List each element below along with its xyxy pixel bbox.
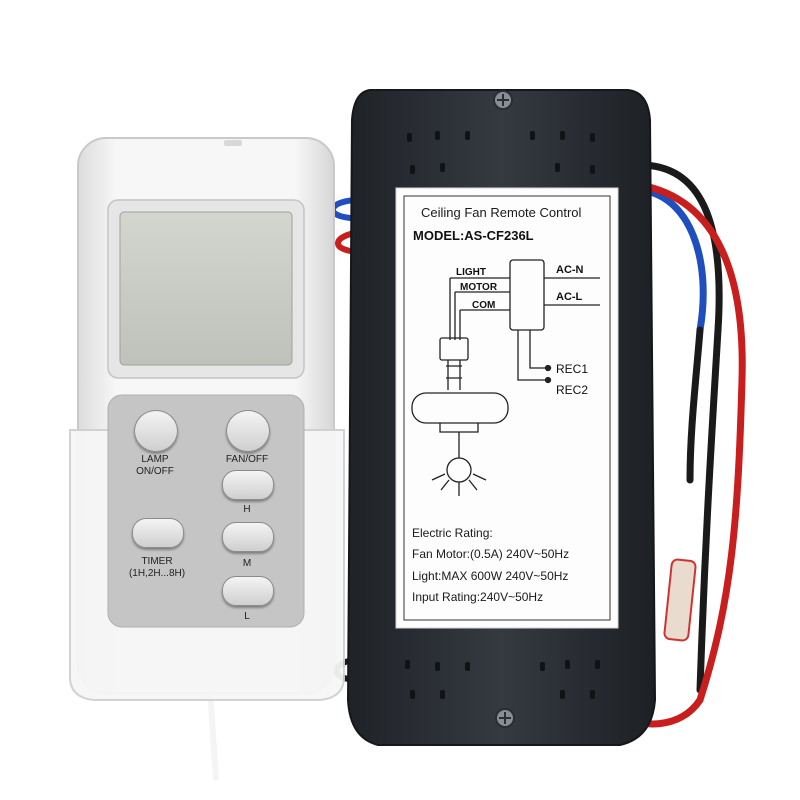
- wiring-diagram: [411, 259, 600, 496]
- speed-medium-button[interactable]: [222, 522, 274, 552]
- receiver-unit: Ceiling Fan Remote Control MODEL:AS-CF23…: [346, 89, 657, 746]
- wiring-acn-label: AC-N: [556, 264, 584, 276]
- speed-high-button[interactable]: [222, 470, 274, 500]
- wiring-rec2-label: REC2: [556, 383, 588, 397]
- wires: [329, 161, 746, 728]
- fan-motor-icon: [411, 392, 509, 424]
- receiver-label: [395, 187, 619, 629]
- fan-canopy-icon: [439, 337, 469, 361]
- remote-cable: [207, 689, 219, 781]
- rating-input: Input Rating:240V~50Hz: [412, 590, 543, 604]
- label-title: Ceiling Fan Remote Control: [421, 205, 582, 220]
- wire-red-right: [614, 181, 746, 728]
- speed-medium-label: M: [242, 558, 252, 569]
- wiring-rec1-label: REC1: [556, 362, 588, 376]
- lamp-button[interactable]: [134, 410, 178, 452]
- wire-sleeve: [663, 558, 697, 642]
- speed-high-label: H: [243, 504, 251, 515]
- wire-blue-right: [636, 186, 707, 334]
- wiring-light-label: LIGHT: [456, 267, 486, 278]
- wiring-motor-label: MOTOR: [460, 282, 498, 293]
- keypad-panel: [107, 394, 305, 628]
- vent-slots-top: [407, 131, 595, 174]
- speed-low-label: L: [244, 611, 250, 622]
- label-model: MODEL:AS-CF236L: [413, 228, 534, 243]
- wiring-acl-label: AC-L: [556, 291, 583, 303]
- wire-black-right: [636, 161, 723, 694]
- fan-off-label: FAN/OFF: [225, 454, 269, 465]
- speed-low-button[interactable]: [222, 576, 274, 606]
- remote-control: [69, 137, 345, 781]
- rating-light: Light:MAX 600W 240V~50Hz: [412, 569, 568, 583]
- lamp-label: LAMP ON/OFF: [136, 454, 174, 477]
- timer-button[interactable]: [132, 518, 184, 548]
- wiring-com-label: COM: [472, 300, 495, 311]
- timer-label: TIMER (1H,2H...8H): [128, 556, 186, 579]
- rating-fan-motor: Fan Motor:(0.5A) 240V~50Hz: [412, 547, 569, 561]
- receiver-box-icon: [509, 259, 545, 331]
- lcd-screen: [119, 211, 293, 366]
- fan-off-button[interactable]: [226, 410, 270, 452]
- rating-heading: Electric Rating:: [412, 526, 493, 540]
- wire-black-right-lower: [686, 326, 704, 484]
- vent-slots-bottom: [405, 660, 600, 699]
